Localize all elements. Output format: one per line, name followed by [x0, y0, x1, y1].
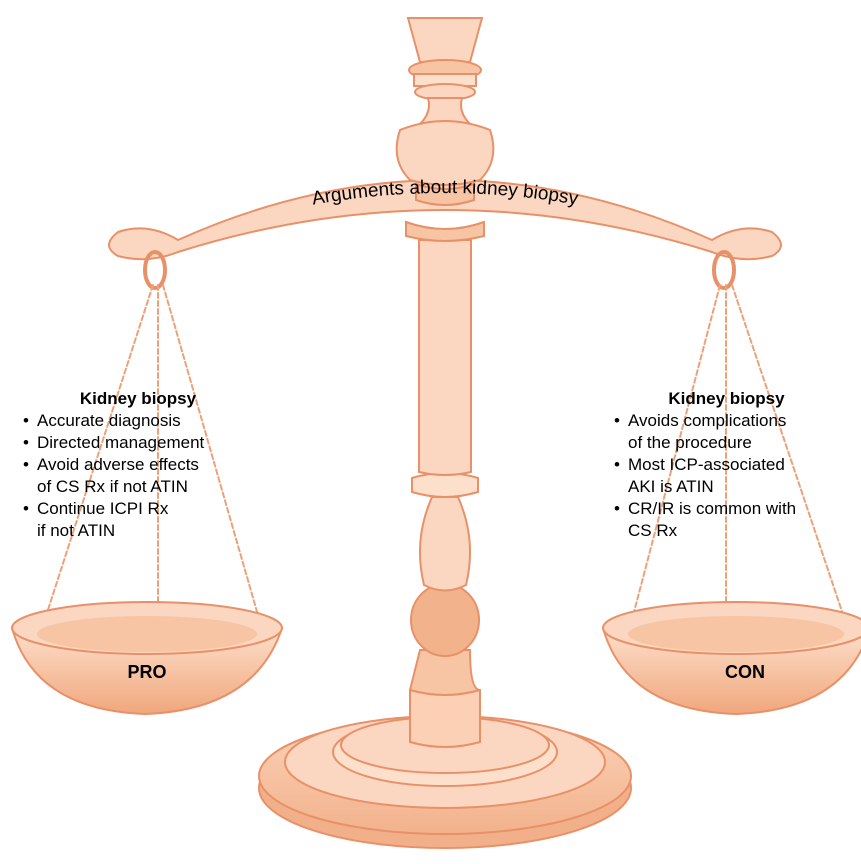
pro-item-text: Continue ICPI Rx: [37, 499, 169, 518]
pro-arguments: Kidney biopsy Accurate diagnosis Directe…: [23, 388, 303, 542]
pro-item: Avoid adverse effects of CS Rx if not ATI…: [23, 454, 303, 498]
con-heading: Kidney biopsy: [668, 389, 785, 408]
con-item-text: Most ICP-associated: [628, 455, 785, 474]
con-item-text: CR/IR is common with: [628, 499, 797, 518]
con-item-text-continued: AKI is ATIN: [628, 477, 714, 496]
scale-rings: [143, 250, 736, 290]
scale-base: [258, 715, 632, 849]
pro-heading: Kidney biopsy: [79, 389, 197, 408]
con-item: Avoids complications of the procedure: [614, 410, 859, 454]
con-item-text-continued: CS Rx: [628, 521, 678, 540]
scale-finial: [395, 17, 495, 206]
pro-item-text: Accurate diagnosis: [37, 411, 181, 430]
con-pan: [601, 601, 861, 716]
pro-item-text-continued: if not ATIN: [37, 521, 116, 540]
pro-item-text: Directed management: [37, 433, 205, 452]
con-label: CON: [725, 662, 765, 682]
pro-item-text-continued: of CS Rx if not ATIN: [37, 477, 188, 496]
con-item-text-continued: of the procedure: [628, 433, 752, 452]
pro-item: Accurate diagnosis: [23, 410, 303, 432]
con-arguments: Kidney biopsy Avoids complications of the…: [614, 388, 859, 542]
pro-item: Continue ICPI Rx if not ATIN: [23, 498, 303, 542]
pro-label: PRO: [127, 662, 166, 682]
con-item-text: Avoids complications: [628, 411, 787, 430]
pro-pan: [10, 601, 284, 716]
pro-item: Directed management: [23, 432, 303, 454]
pro-list: Accurate diagnosis Directed management A…: [23, 410, 303, 542]
con-list: Avoids complications of the procedure Mos…: [614, 410, 859, 542]
con-item: CR/IR is common with CS Rx: [614, 498, 859, 542]
scale-column: [405, 220, 485, 748]
pro-item-text: Avoid adverse effects: [37, 455, 199, 474]
